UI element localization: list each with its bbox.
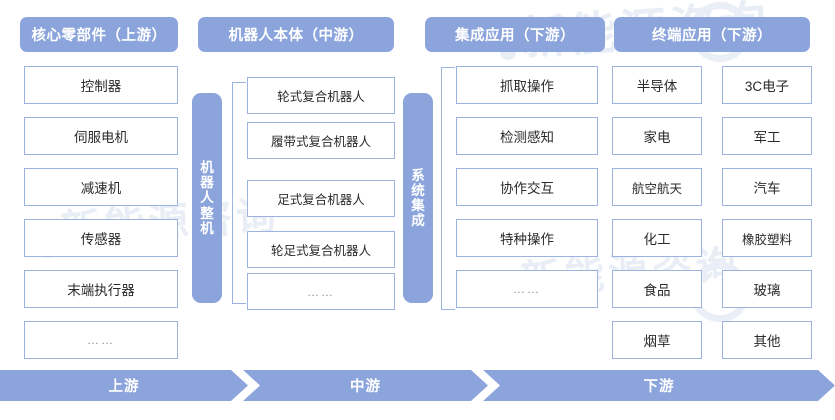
leaf-box-reducer[interactable]: 减速机	[24, 168, 178, 206]
column-header-robot-body: 机器人本体（中游）	[198, 17, 394, 52]
leaf-box-robot-body-more[interactable]: ……	[247, 273, 395, 310]
leaf-box-automobile[interactable]: 汽车	[722, 168, 812, 206]
leaf-box-legged-composite-robot[interactable]: 足式复合机器人	[247, 180, 395, 217]
ribbon-label-midstream: 中游	[350, 379, 381, 395]
bracket-integrated-application	[441, 67, 455, 310]
leaf-box-grasping-operation[interactable]: 抓取操作	[456, 66, 598, 104]
leaf-box-collaborative-interaction[interactable]: 协作交互	[456, 168, 598, 206]
column-header-integrated-application: 集成应用（下游）	[425, 17, 605, 52]
column-header-terminal-application: 终端应用（下游）	[614, 17, 810, 52]
leaf-box-integrated-application-more[interactable]: ……	[456, 270, 598, 308]
leaf-box-glass[interactable]: 玻璃	[722, 270, 812, 308]
stage-ribbon: 上游 中游 下游	[0, 370, 835, 401]
leaf-box-servo-motor[interactable]: 伺服电机	[24, 117, 178, 155]
leaf-box-end-effector[interactable]: 末端执行器	[24, 270, 178, 308]
leaf-box-tracked-composite-robot[interactable]: 履带式复合机器人	[247, 122, 395, 159]
leaf-box-controller[interactable]: 控制器	[24, 66, 178, 104]
vertical-label-robot-whole-machine: 机器人整机	[192, 93, 222, 303]
leaf-box-wheel-legged-composite-robot[interactable]: 轮足式复合机器人	[247, 231, 395, 268]
bracket-robot-body	[232, 82, 246, 304]
vertical-label-system-integration-text: 系统集成	[411, 167, 426, 229]
leaf-box-core-parts-more[interactable]: ……	[24, 321, 178, 359]
leaf-box-aerospace[interactable]: 航空航天	[612, 168, 702, 206]
ribbon-segment-midstream[interactable]: 中游	[243, 370, 488, 401]
ribbon-segment-upstream[interactable]: 上游	[0, 370, 248, 401]
ribbon-label-downstream: 下游	[643, 379, 675, 395]
leaf-box-detection-perception[interactable]: 检测感知	[456, 117, 598, 155]
leaf-box-chemical-industry[interactable]: 化工	[612, 219, 702, 257]
leaf-box-tobacco[interactable]: 烟草	[612, 321, 702, 359]
ribbon-label-upstream: 上游	[108, 379, 140, 395]
ribbon-segment-downstream[interactable]: 下游	[483, 370, 835, 401]
vertical-label-system-integration: 系统集成	[403, 93, 433, 303]
leaf-box-wheeled-composite-robot[interactable]: 轮式复合机器人	[247, 77, 395, 114]
leaf-box-military-industry[interactable]: 军工	[722, 117, 812, 155]
leaf-box-food[interactable]: 食品	[612, 270, 702, 308]
leaf-box-semiconductor[interactable]: 半导体	[612, 66, 702, 104]
vertical-label-robot-whole-machine-text: 机器人整机	[200, 160, 215, 236]
leaf-box-other[interactable]: 其他	[722, 321, 812, 359]
leaf-box-sensor[interactable]: 传感器	[24, 219, 178, 257]
leaf-box-3c-electronics[interactable]: 3C电子	[722, 66, 812, 104]
leaf-box-rubber-plastic[interactable]: 橡胶塑料	[722, 219, 812, 257]
leaf-box-special-operation[interactable]: 特种操作	[456, 219, 598, 257]
leaf-box-home-appliance[interactable]: 家电	[612, 117, 702, 155]
column-header-core-parts: 核心零部件（上游）	[20, 17, 178, 52]
